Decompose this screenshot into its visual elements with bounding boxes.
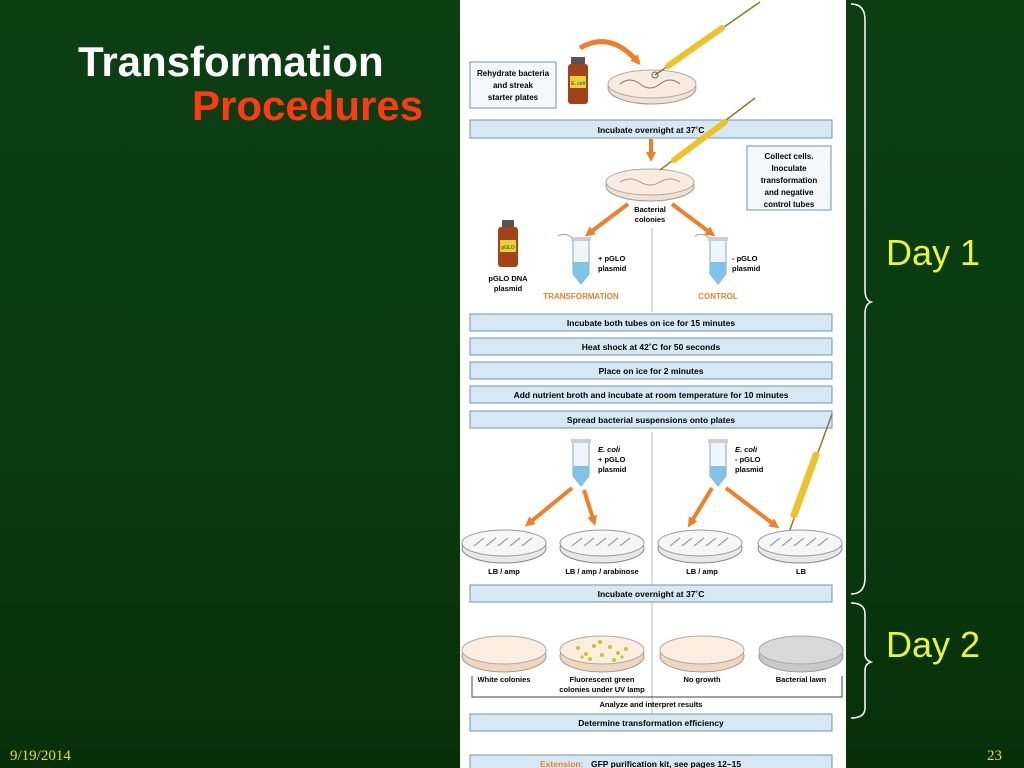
svg-text:Place on ice for 2 minutes: Place on ice for 2 minutes [599, 366, 704, 376]
pglo-dna-label: plasmid [494, 284, 523, 293]
control-label: CONTROL [698, 292, 738, 301]
plate-label: LB [796, 567, 807, 576]
result-plate-white-colonies [461, 635, 547, 673]
result-label: Bacterial lawn [776, 675, 827, 684]
transformation-tube-icon [557, 233, 591, 285]
svg-text:Heat shock at 42˚C for 50 seco: Heat shock at 42˚C for 50 seconds [582, 342, 721, 352]
control-tube-icon [694, 233, 728, 285]
plate-label: LB / amp [488, 567, 520, 576]
collect-cells-box: Collect cells. Inoculate transformation … [746, 145, 832, 211]
ecoli-plus-label: + pGLO [598, 455, 625, 464]
svg-text:Bacterial: Bacterial [634, 205, 666, 214]
ecoli-bottle-icon: E. coli [568, 57, 588, 104]
svg-text:GFP purification kit, see page: GFP purification kit, see pages 12–15 [591, 759, 741, 768]
pglo-bottle-icon: pGLO [498, 220, 518, 267]
result-plate-no-growth [659, 635, 745, 673]
step-incubate-overnight-1: Incubate overnight at 37˚C [469, 119, 833, 139]
day-brackets [850, 3, 874, 719]
svg-text:Extension:: Extension: [540, 759, 584, 768]
arrow [582, 489, 597, 526]
ecoli-minus-label: E. coli [735, 445, 758, 454]
results-bracket [471, 676, 843, 698]
svg-text:colonies: colonies [635, 215, 665, 224]
svg-text:control tubes: control tubes [764, 200, 815, 209]
day1-label: Day 1 [886, 232, 981, 273]
tube-minus-label: - pGLO [732, 254, 758, 263]
transformation-procedure-figure: Rehydrate bacteria and streak starter pl… [460, 0, 846, 768]
result-label: Fluorescent green [569, 675, 634, 684]
pglo-dna-label: pGLO DNA [488, 274, 528, 283]
ecoli-plus-tube-icon [571, 439, 591, 487]
result-plate-bacterial-lawn [758, 635, 844, 673]
svg-text:transformation: transformation [761, 176, 818, 185]
result-label: White colonies [478, 675, 531, 684]
svg-text:Add nutrient broth and incubat: Add nutrient broth and incubate at room … [514, 390, 789, 400]
svg-text:and streak: and streak [493, 81, 534, 90]
result-plate-fluorescent [559, 635, 645, 673]
plate-label: LB / amp / arabinose [565, 567, 638, 576]
result-label: colonies under UV lamp [559, 685, 645, 694]
arrow-curve [578, 39, 641, 66]
inoculating-loop-icon [659, 97, 756, 171]
inoculating-loop-icon [787, 413, 833, 536]
step-box: Heat shock at 42˚C for 50 seconds [469, 337, 833, 356]
footer-date: 9/19/2014 [10, 748, 71, 764]
starter-plate [607, 69, 697, 105]
svg-text:Inoculate: Inoculate [771, 164, 807, 173]
arrow [687, 486, 714, 528]
slide-title-line1: Transformation [78, 38, 384, 85]
plate-lb-amp-control [657, 529, 743, 564]
step-determine-efficiency: Determine transformation efficiency [469, 713, 833, 732]
plate-lb [757, 529, 843, 564]
plate-label: LB / amp [686, 567, 718, 576]
arrow [724, 486, 780, 529]
extension-box: Extension: GFP purification kit, see pag… [469, 754, 833, 768]
step-box: Spread bacterial suspensions onto plates [469, 410, 833, 429]
day2-bracket [850, 602, 874, 719]
bacterial-colonies-plate: Bacterial colonies [605, 168, 695, 224]
svg-text:Spread bacterial suspensions o: Spread bacterial suspensions onto plates [567, 415, 735, 425]
svg-text:pGLO: pGLO [501, 245, 514, 251]
svg-text:Incubate both tubes on ice for: Incubate both tubes on ice for 15 minute… [567, 318, 735, 328]
svg-text:Rehydrate bacteria: Rehydrate bacteria [477, 69, 550, 78]
slide-title-line2: Procedures [192, 82, 424, 129]
transformation-label: TRANSFORMATION [543, 292, 619, 301]
svg-text:Collect cells.: Collect cells. [765, 152, 814, 161]
ecoli-plus-label: plasmid [598, 465, 627, 474]
plate-lb-amp-arabinose [559, 529, 645, 564]
step-box: Add nutrient broth and incubate at room … [469, 385, 833, 404]
step-box: Place on ice for 2 minutes [469, 361, 833, 380]
ecoli-minus-label: - pGLO [735, 455, 761, 464]
tube-plus-label: + pGLO [598, 254, 625, 263]
ecoli-minus-tube-icon [708, 439, 728, 487]
day1-bracket [850, 3, 874, 595]
arrow [524, 486, 574, 527]
svg-text:E. coli: E. coli [571, 81, 585, 87]
step-incubate-overnight-2: Incubate overnight at 37˚C [469, 584, 833, 603]
svg-text:Determine transformation effic: Determine transformation efficiency [578, 718, 724, 728]
day2-label: Day 2 [886, 624, 981, 665]
svg-text:Incubate overnight at 37˚C: Incubate overnight at 37˚C [598, 589, 705, 599]
svg-text:starter plates: starter plates [488, 93, 539, 102]
ecoli-minus-label: plasmid [735, 465, 764, 474]
inoculating-loop-icon [651, 1, 761, 79]
svg-text:Incubate overnight at 37˚C: Incubate overnight at 37˚C [598, 125, 705, 135]
arrow-left [584, 202, 630, 237]
rehydrate-box: Rehydrate bacteria and streak starter pl… [469, 61, 557, 109]
tube-plus-label: plasmid [598, 264, 627, 273]
arrow-right [670, 202, 716, 237]
result-label: No growth [683, 675, 720, 684]
ecoli-plus-label: E. coli [598, 445, 621, 454]
page-number: 23 [987, 748, 1002, 764]
svg-text:and negative: and negative [765, 188, 814, 197]
plate-lb-amp [461, 529, 547, 564]
step-box: Incubate both tubes on ice for 15 minute… [469, 313, 833, 332]
analyze-label: Analyze and interpret results [600, 700, 703, 709]
tube-minus-label: plasmid [732, 264, 761, 273]
